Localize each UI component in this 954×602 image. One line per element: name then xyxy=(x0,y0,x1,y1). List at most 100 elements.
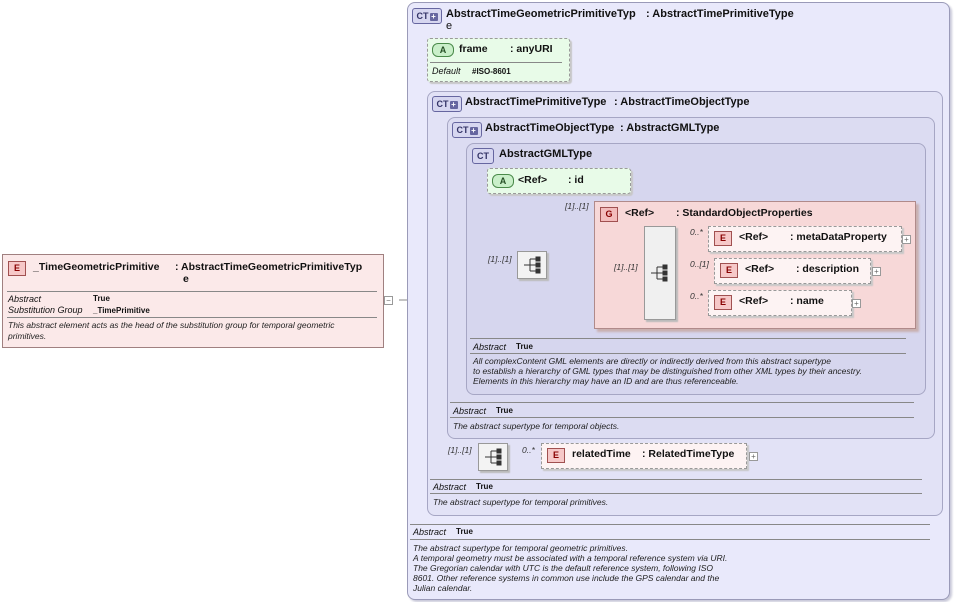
divider xyxy=(7,317,377,318)
gml-doc-line-2: to establish a hierarchy of GML types th… xyxy=(473,366,862,376)
sequence-compositor-icon[interactable] xyxy=(644,226,676,320)
metadata-ref: <Ref> xyxy=(739,231,769,243)
extension-plus-icon: + xyxy=(449,99,458,109)
element-tag-icon: E xyxy=(714,231,732,246)
related-time-type: : RelatedTimeType xyxy=(642,448,735,460)
related-time-element[interactable] xyxy=(541,443,747,469)
outer-type-name: AbstractTimeGeometricPrimitiveTyp xyxy=(446,8,636,20)
extension-plus-icon: + xyxy=(469,125,478,135)
attribute-tag-icon: A xyxy=(432,43,454,57)
description-name: : description xyxy=(796,263,860,275)
object-type-name: AbstractTimeObjectType xyxy=(485,122,615,134)
prop-key-abstract: Abstract xyxy=(8,294,42,304)
sequence-icon xyxy=(651,264,668,282)
root-element-box[interactable]: E _TimeGeometricPrimitive : AbstractTime… xyxy=(2,254,384,348)
object-doc: The abstract supertype for temporal obje… xyxy=(453,421,620,431)
name-name: : name xyxy=(790,295,824,307)
element-tag-icon: E xyxy=(8,261,26,276)
description-cardinality: 0..[1] xyxy=(690,259,709,269)
primitive-doc: The abstract supertype for temporal prim… xyxy=(433,497,609,507)
divider xyxy=(410,524,930,525)
divider xyxy=(7,291,377,292)
name-ref: <Ref> xyxy=(739,295,769,307)
divider xyxy=(430,479,922,480)
expand-icon[interactable]: + xyxy=(852,299,861,308)
metadata-name: : metaDataProperty xyxy=(790,231,887,243)
description-ref: <Ref> xyxy=(745,263,775,275)
sequence-icon xyxy=(485,448,502,466)
root-element-type: : AbstractTimeGeometricPrimitiveTyp xyxy=(175,261,363,273)
attribute-tag-icon: A xyxy=(492,174,514,188)
frame-default-key: Default xyxy=(432,66,461,76)
root-element-name: _TimeGeometricPrimitive xyxy=(33,261,160,273)
divider xyxy=(430,62,562,63)
expand-icon[interactable]: + xyxy=(749,452,758,461)
complex-type-icon: CT+ xyxy=(412,8,442,24)
divider xyxy=(410,539,930,540)
divider xyxy=(470,338,906,339)
primitive-abstract-key: Abstract xyxy=(433,482,467,492)
element-tag-icon: E xyxy=(714,295,732,310)
outer-doc-line-3: The Gregorian calendar with UTC is the d… xyxy=(413,563,713,573)
gml-type-name: AbstractGMLType xyxy=(499,148,593,160)
prop-value-substitution-group: _TimePrimitive xyxy=(93,306,150,315)
object-abstract-value: True xyxy=(496,406,513,415)
inner-seq-cardinality: [1]..[1] xyxy=(614,262,638,272)
gml-doc-line-1: All complexContent GML elements are dire… xyxy=(473,356,831,366)
object-type-base: : AbstractGMLType xyxy=(620,122,720,134)
frame-attr-type: : anyURI xyxy=(510,43,553,55)
related-time-name: relatedTime xyxy=(572,448,631,460)
metadata-cardinality: 0..* xyxy=(690,227,703,237)
sequence-compositor-icon[interactable] xyxy=(517,251,547,279)
frame-default-value: #ISO-8601 xyxy=(472,67,511,76)
collapse-icon[interactable]: − xyxy=(384,296,393,305)
divider xyxy=(430,493,922,494)
outer-type-name-wrap: e xyxy=(446,20,453,32)
prop-key-substitution-group: Substitution Group xyxy=(8,305,83,315)
outer-type-base: : AbstractTimePrimitiveType xyxy=(646,8,794,20)
gml-abstract-key: Abstract xyxy=(473,342,507,352)
frame-attr-name: frame xyxy=(459,43,488,55)
divider xyxy=(450,417,914,418)
element-tag-icon: E xyxy=(720,263,738,278)
sequence-icon xyxy=(524,256,541,274)
complex-type-icon: CT+ xyxy=(432,96,462,112)
description-element[interactable] xyxy=(714,258,871,284)
primitive-abstract-value: True xyxy=(476,482,493,491)
primitive-seq-cardinality: [1]..[1] xyxy=(448,445,472,455)
id-attr-ref: <Ref> xyxy=(518,174,548,186)
outer-doc-line-2: A temporal geometry must be associated w… xyxy=(413,553,728,563)
outer-abstract-key: Abstract xyxy=(413,527,447,537)
outer-doc-line-5: Julian calendar. xyxy=(413,583,473,593)
id-attribute[interactable] xyxy=(487,168,631,194)
related-time-cardinality: 0..* xyxy=(522,445,535,455)
outer-doc-line-4: 8601. Other reference systems in common … xyxy=(413,573,720,583)
extension-plus-icon: + xyxy=(429,11,438,21)
name-element[interactable] xyxy=(708,290,852,316)
outer-abstract-value: True xyxy=(456,527,473,536)
sequence-compositor-icon[interactable] xyxy=(478,443,508,471)
expand-icon[interactable]: + xyxy=(902,235,911,244)
divider xyxy=(470,353,906,354)
outer-doc-line-1: The abstract supertype for temporal geom… xyxy=(413,543,628,553)
gml-abstract-value: True xyxy=(516,342,533,351)
name-cardinality: 0..* xyxy=(690,291,703,301)
root-element-type-wrap: e xyxy=(183,273,189,285)
gml-doc-line-3: Elements in this hierarchy may have an I… xyxy=(473,376,739,386)
gml-seq-cardinality: [1]..[1] xyxy=(488,254,512,264)
expand-icon[interactable]: + xyxy=(872,267,881,276)
root-element-doc: This abstract element acts as the head o… xyxy=(8,320,335,341)
metadata-property-element[interactable] xyxy=(708,226,902,252)
complex-type-icon: CT+ xyxy=(452,122,482,138)
primitive-type-base: : AbstractTimeObjectType xyxy=(614,96,750,108)
prop-value-abstract: True xyxy=(93,294,110,303)
divider xyxy=(450,402,914,403)
complex-type-icon: CT xyxy=(472,148,494,164)
group-cardinality: [1]..[1] xyxy=(565,201,589,211)
id-attr-name: : id xyxy=(568,174,584,186)
group-ref: <Ref> xyxy=(625,207,655,219)
primitive-type-name: AbstractTimePrimitiveType xyxy=(465,96,607,108)
element-tag-icon: E xyxy=(547,448,565,463)
object-abstract-key: Abstract xyxy=(453,406,487,416)
group-name: : StandardObjectProperties xyxy=(676,207,813,219)
